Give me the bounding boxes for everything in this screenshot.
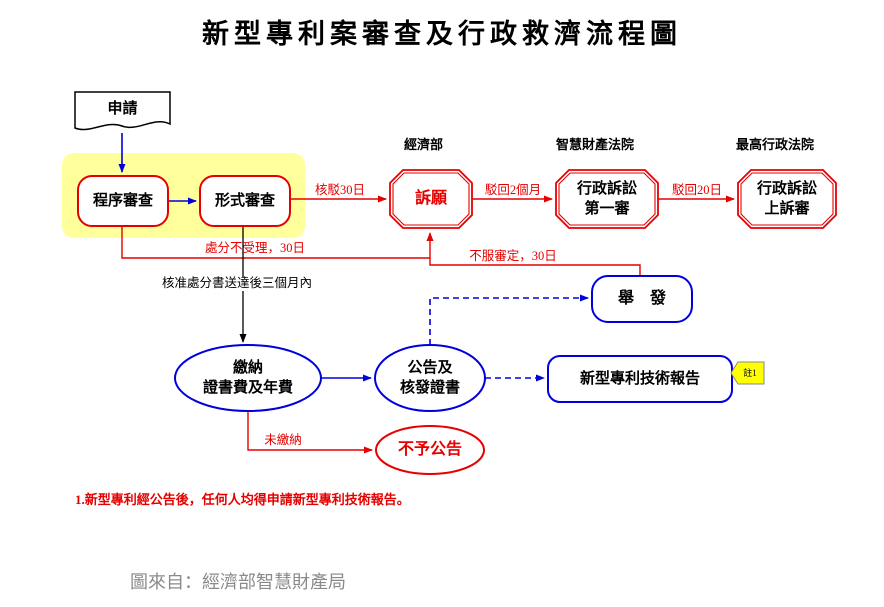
- node-apply: 申請: [107, 100, 138, 117]
- formal-exam-box: [199, 175, 291, 227]
- appeal-box: [389, 169, 473, 229]
- node-admin-litigation-first: 行政訴訟 第一審: [576, 180, 637, 217]
- node-admin-litigation-appeal: 行政訴訟 上訴審: [756, 180, 817, 217]
- invalidation-box: [591, 275, 693, 323]
- admin-litigation-first-box-inner-border: [558, 172, 656, 226]
- note-tag-shape: [730, 361, 765, 385]
- procedural-exam-box: [77, 175, 169, 227]
- footnote: 1.新型專利經公告後，任何人均得申請新型專利技術報告。: [75, 492, 410, 507]
- application-document-shape: [74, 91, 171, 131]
- admin-litigation-first-box: [555, 169, 659, 229]
- node-procedural-exam: 程序審查: [92, 192, 153, 209]
- edge-label-not-paid: 未繳納: [264, 433, 302, 447]
- node-invalidation: 舉 發: [617, 290, 666, 308]
- edge-label-dismiss-20-days: 駁回20日: [671, 183, 722, 197]
- org-label-supreme-court: 最高行政法院: [736, 137, 815, 152]
- node-publish-certificate: 公告及 核發證書: [399, 359, 460, 396]
- node-pay-fees: 繳納 證書費及年費: [202, 359, 293, 396]
- note-tag-label: 註1: [743, 367, 757, 378]
- admin-litigation-appeal-box: [737, 169, 837, 229]
- edge-label-dismiss-2-months: 駁回2個月: [484, 183, 542, 197]
- source-caption: 圖來自：經濟部智慧財產局: [130, 572, 346, 592]
- edge-label-rejection-30: 核駁30日: [314, 183, 365, 197]
- org-label-moea: 經濟部: [404, 137, 444, 152]
- node-no-publication: 不予公告: [397, 441, 462, 459]
- org-label-ip-court: 智慧財產法院: [556, 137, 635, 152]
- arrow-not-accepted-to-appeal: [121, 226, 434, 259]
- pay-fees-ellipse: [174, 344, 322, 412]
- arrow-not-paid-to-no-publication: [247, 411, 373, 454]
- no-publication-ellipse: [375, 425, 485, 475]
- line-invalidation-dissatisfied-to-appeal: [429, 258, 641, 276]
- node-formal-exam: 形式審查: [214, 192, 275, 209]
- node-tech-report: 新型專利技術報告: [579, 370, 700, 387]
- edge-label-within-3-months: 核准處分書送達後三個月內: [152, 276, 322, 291]
- edge-label-not-accepted-30: 處分不受理，30日: [204, 241, 305, 255]
- appeal-box-inner-border: [392, 172, 470, 226]
- tech-report-box: [547, 355, 733, 403]
- page-title: 新型專利案審查及行政救濟流程圖: [202, 19, 682, 49]
- edge-label-dissatisfied-30: 不服審定，30日: [469, 249, 557, 263]
- arrow-publish-to-invalidation-dashed: [429, 294, 589, 345]
- admin-litigation-appeal-box-inner-border: [740, 172, 834, 226]
- publish-certificate-ellipse: [374, 344, 486, 412]
- node-appeal: 訴願: [414, 190, 447, 208]
